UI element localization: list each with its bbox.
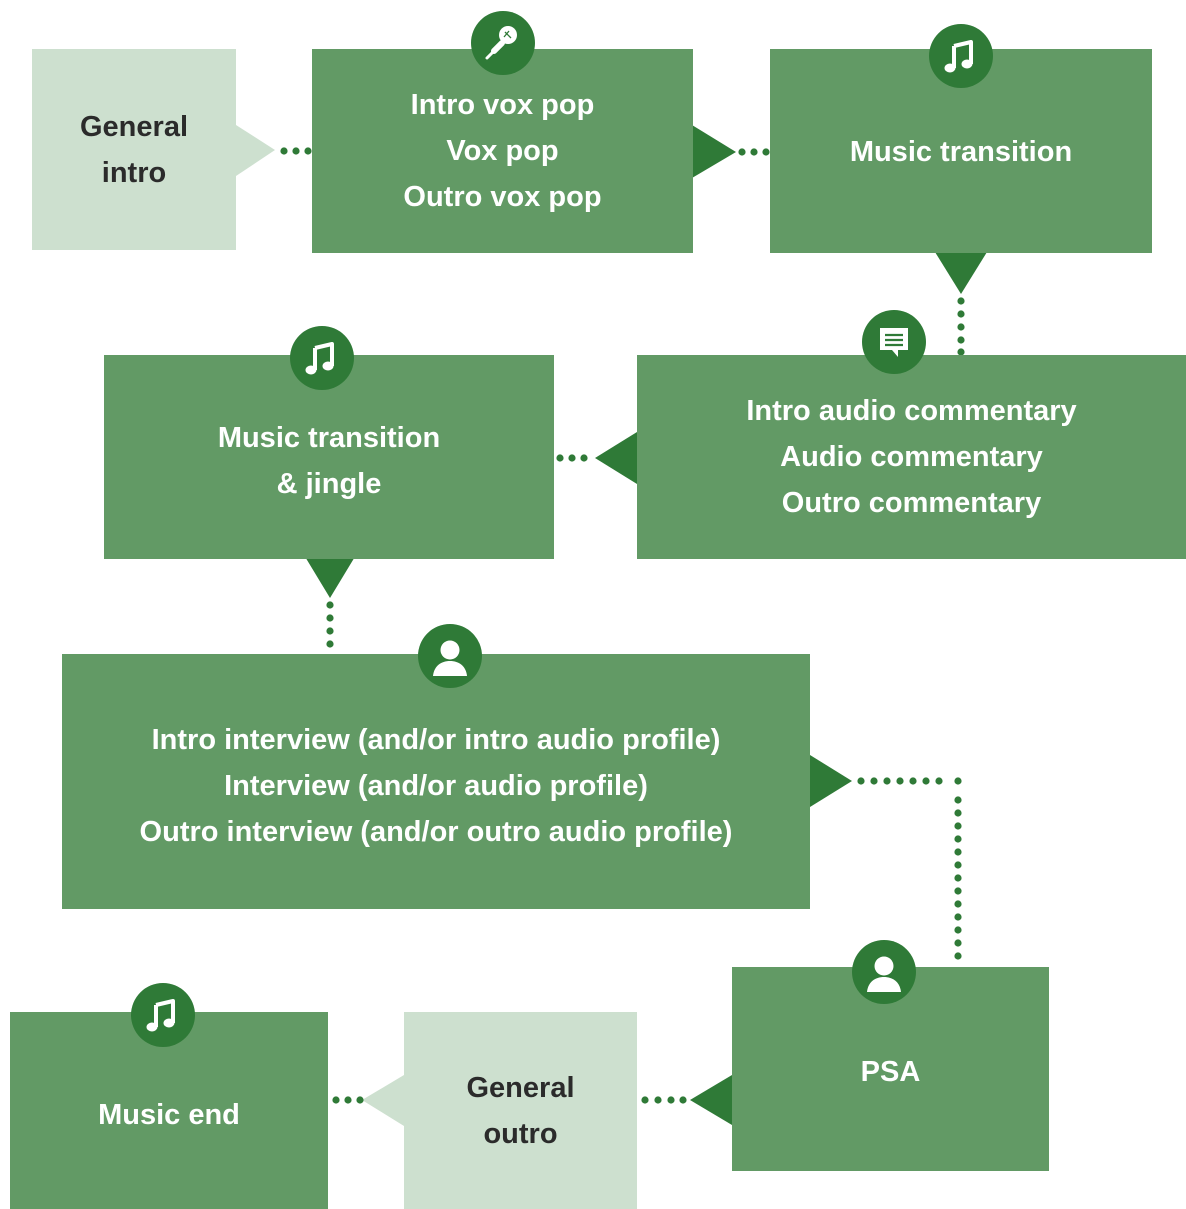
interview-line-2: Interview (and/or audio profile): [224, 770, 648, 802]
music-end-line-1: Music end: [98, 1099, 240, 1131]
music-transition-jingle-box: Music transition & jingle: [104, 355, 554, 559]
interview-line-1: Intro interview (and/or intro audio prof…: [151, 724, 721, 756]
music-transition-box: Music transition: [770, 49, 1152, 253]
general-intro-line-2: intro: [101, 156, 167, 189]
music-transition-line-1: Music transition: [849, 136, 1073, 168]
general-intro-line-1: General: [80, 110, 188, 143]
vox-pop-line-2: Vox pop: [446, 135, 559, 167]
vox-pop-line-1: Intro vox pop: [410, 89, 595, 121]
vox-pop-box: Intro vox pop Vox pop Outro vox pop: [312, 49, 693, 253]
arrow-right-interview: [810, 755, 852, 807]
general-outro-box: General outro: [404, 1012, 637, 1209]
music-transition-jingle-line-2: & jingle: [276, 468, 382, 500]
music-transition-jingle-line-1: Music transition: [217, 422, 441, 454]
microphone-icon: [471, 11, 535, 75]
general-outro-line-1: General: [466, 1071, 575, 1104]
arrow-left-psa: [690, 1075, 732, 1125]
psa-line-1: PSA: [860, 1056, 921, 1088]
arrow-right-vox-pop: [692, 125, 736, 178]
person-icon: [852, 940, 916, 1004]
person-icon: [418, 624, 482, 688]
music-note-icon: [929, 24, 993, 88]
audio-commentary-line-3: Outro commentary: [781, 487, 1042, 519]
music-end-box: Music end: [10, 1012, 328, 1209]
interview-box: Intro interview (and/or intro audio prof…: [62, 654, 810, 909]
speech-bubble-icon: [862, 310, 926, 374]
pointer-general-outro: [362, 1075, 404, 1126]
vox-pop-line-3: Outro vox pop: [403, 181, 602, 213]
audio-commentary-line-2: Audio commentary: [780, 441, 1043, 473]
arrow-down-jingle: [304, 555, 356, 598]
general-intro-box: General intro: [32, 49, 236, 250]
music-note-icon: [131, 983, 195, 1047]
interview-line-3: Outro interview (and/or outro audio prof…: [139, 816, 733, 848]
music-note-icon: [290, 326, 354, 390]
arrow-left-audio-commentary: [595, 432, 637, 484]
general-outro-line-2: outro: [483, 1117, 558, 1150]
audio-commentary-box: Intro audio commentary Audio commentary …: [637, 355, 1186, 559]
pointer-general-intro: [236, 125, 275, 176]
audio-commentary-line-1: Intro audio commentary: [746, 395, 1077, 427]
arrow-down-music-transition: [935, 252, 987, 294]
